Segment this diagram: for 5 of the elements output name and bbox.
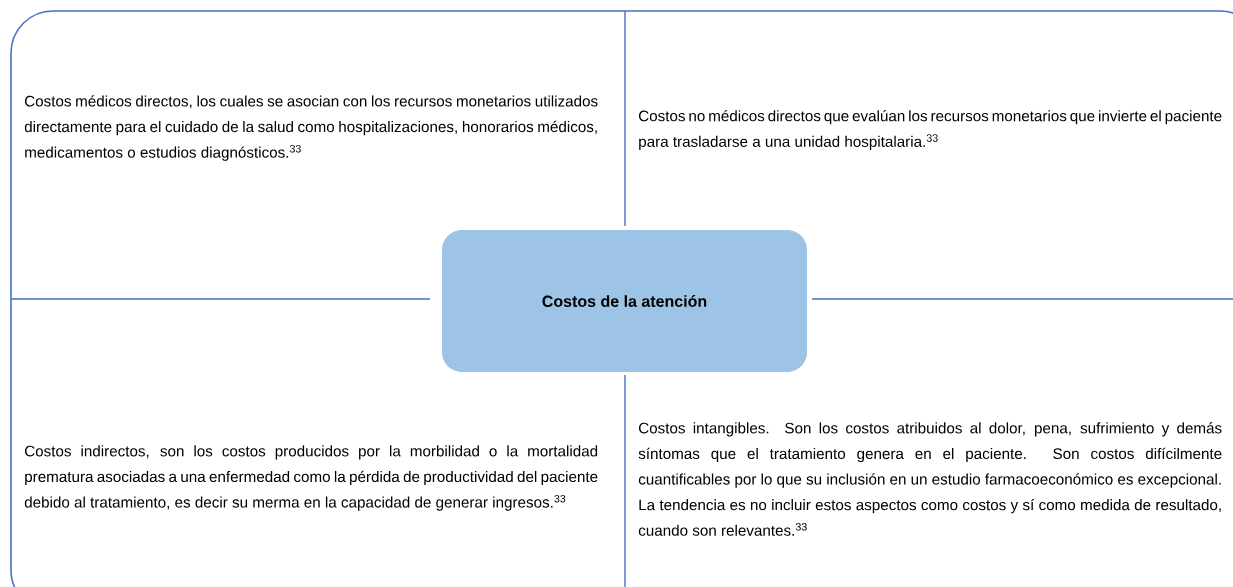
description-text: Costos médicos directos, los cuales se asocian con los recursos monetarios utilizados directamente para el cuidado de la salud como hospitalizaciones, honorarios médicos, medicamentos o estudios diagnósticos.$^{33}$ xyxy=(24,95,598,161)
topic-box: Costos de la atención xyxy=(442,230,807,372)
description-text: Costos indirectos, son los costos producidos por la morbilidad o la mortalidad prematura asociadas a una enfermedad como la pérdida de productividad del paciente debido al tratamiento, es decir su merma en la capacidad de generar ingresos.$^{33}$ xyxy=(24,445,598,511)
description-text: Costos intangibles. Son los costos atribuidos al dolor, pena, sufrimiento y demás síntomas que el tratamiento genera en el paciente. Son costos difícilmente cuantificables por lo que su inclusión en un estudio farmacoeconómico es excepcional. La tendencia es no incluir estos aspectos como costos y sí como medida de resultado, cuando son relevantes.$^{33}$ xyxy=(638,422,1222,536)
description-text: Costos no médicos directos que evalúan los recursos monetarios que invierte el paciente para trasladarse a una unidad hospitalaria.$^{33}$ xyxy=(639,110,1222,150)
